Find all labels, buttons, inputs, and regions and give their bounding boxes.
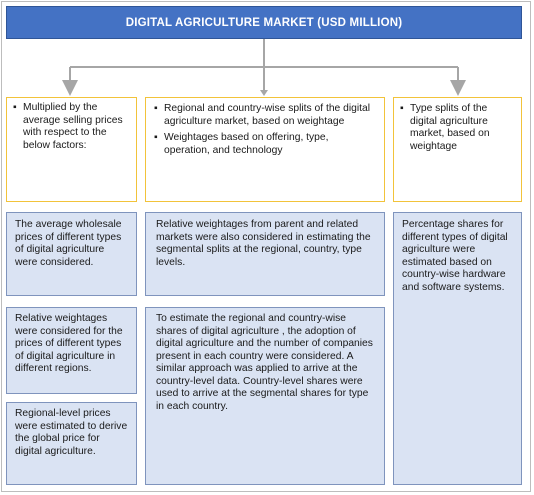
factor-item: ▪Type splits of the digital agriculture …	[400, 103, 490, 152]
bullet-icon: ▪	[154, 103, 158, 114]
diagram-title: DIGITAL AGRICULTURE MARKET (USD MILLION)	[6, 6, 522, 39]
step-box-regional-weightages: Relative weightages were considered for …	[6, 307, 137, 394]
bullet-icon: ▪	[400, 103, 404, 114]
connector-arrowhead-center	[260, 90, 268, 96]
factor-item: ▪Weightages based on offering, type, ope…	[154, 132, 329, 156]
factor-box-prices: ▪Multiplied by the average selling price…	[6, 97, 137, 202]
bullet-icon: ▪	[154, 132, 158, 143]
step-box-country-shares: To estimate the regional and country-wis…	[145, 307, 385, 485]
step-box-percentage-shares: Percentage shares for different types of…	[393, 212, 522, 485]
step-box-regional-prices: Regional-level prices were estimated to …	[6, 402, 137, 485]
step-box-wholesale-prices: The average wholesale prices of differen…	[6, 212, 137, 296]
factor-item: ▪Regional and country-wise splits of the…	[154, 103, 371, 127]
factor-box-regional-splits: ▪Regional and country-wise splits of the…	[145, 97, 385, 202]
factor-box-type-splits: ▪Type splits of the digital agriculture …	[393, 97, 522, 202]
factor-item: ▪Multiplied by the average selling price…	[13, 102, 123, 151]
bullet-icon: ▪	[13, 102, 17, 113]
step-box-parent-markets: Relative weightages from parent and rela…	[145, 212, 385, 296]
